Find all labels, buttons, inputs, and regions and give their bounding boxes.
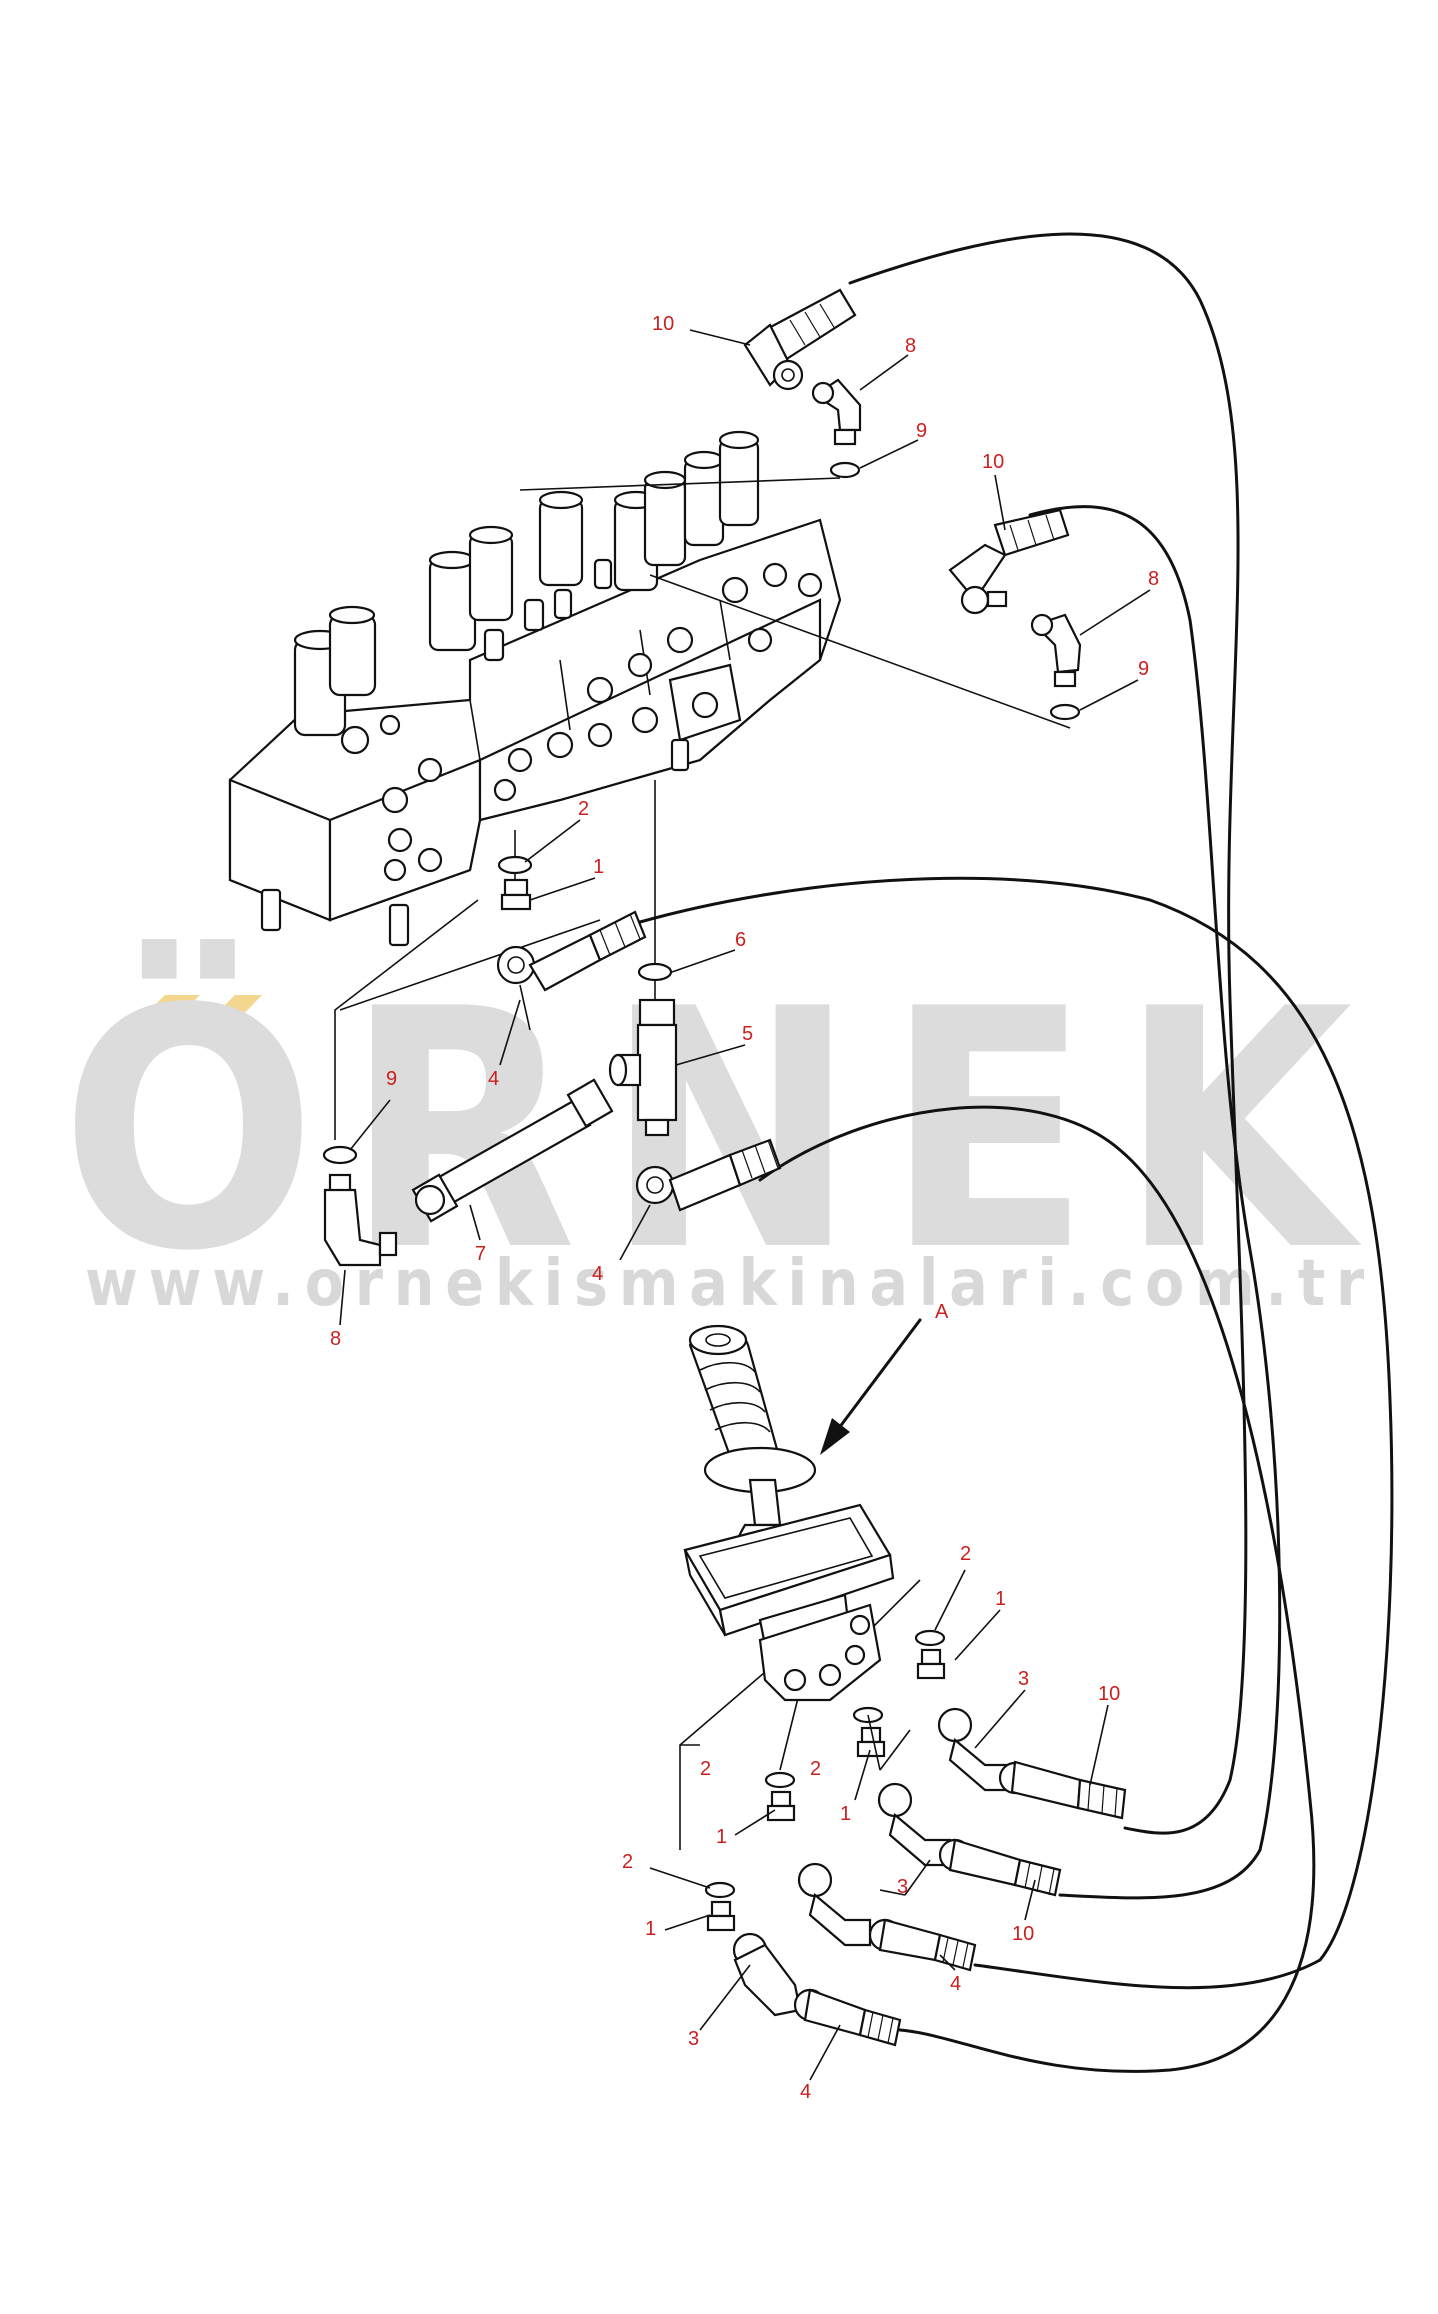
callout-4-lower: 4 (592, 1263, 603, 1285)
watermark-url: www.ornekismakinalari.com.tr (85, 1247, 1375, 1321)
callout-8-middle: 8 (1148, 568, 1159, 590)
callout-1-right: 1 (995, 1588, 1006, 1610)
callout-4-third: 4 (950, 1973, 961, 1995)
leader-lines (339, 329, 1151, 2081)
callout-4-left: 4 (800, 2081, 811, 2103)
callout-4-upper: 4 (488, 1068, 499, 1090)
callout-1-left: 1 (645, 1918, 656, 1940)
watermark-accent-right (200, 995, 262, 1030)
callout-2-right: 2 (960, 1543, 971, 1565)
callouts: 10 8 9 10 8 9 2 1 6 5 4 9 7 4 8 2 1 3 10… (330, 313, 1159, 2103)
callout-10-right: 10 (1098, 1683, 1120, 1705)
hose-routes (638, 232, 1394, 2073)
callout-1-third: 1 (716, 1826, 727, 1848)
callout-2-third: 2 (700, 1758, 711, 1780)
watermark: ÖRNEK www.ornekismakinalari.com.tr (60, 936, 1380, 1323)
callout-3-right: 3 (1018, 1668, 1029, 1690)
callout-9-middle: 9 (1138, 658, 1149, 680)
callout-10-top: 10 (652, 313, 674, 335)
callout-8-top: 8 (905, 335, 916, 357)
callout-10-second: 10 (1012, 1923, 1034, 1945)
callout-6: 6 (735, 929, 746, 951)
callout-7: 7 (475, 1243, 486, 1265)
callout-9-top: 9 (916, 420, 927, 442)
view-a-arrow (820, 1318, 922, 1455)
callout-10-middle: 10 (982, 451, 1004, 473)
callout-2-second: 2 (810, 1758, 821, 1780)
callout-2-valve: 2 (578, 798, 589, 820)
joystick-port-fittings (704, 1629, 1127, 2047)
upper-right-fittings (743, 288, 1082, 721)
view-label-a: A (935, 1301, 949, 1323)
reference-lines (334, 477, 1071, 1850)
middle-fittings (322, 855, 782, 1267)
joystick-assembly (683, 1324, 895, 1702)
callout-3-third: 3 (897, 1876, 908, 1898)
callout-9-lower: 9 (386, 1068, 397, 1090)
callout-1-valve: 1 (593, 856, 604, 878)
watermark-accent-left (130, 995, 200, 1030)
callout-2-left: 2 (622, 1851, 633, 1873)
watermark-logo: ÖRNEK (60, 936, 1380, 1323)
callout-1-second: 1 (840, 1803, 851, 1825)
callout-5: 5 (742, 1023, 753, 1045)
control-valve-block (228, 430, 842, 947)
callout-8-lower: 8 (330, 1328, 341, 1350)
callout-3-left: 3 (688, 2028, 699, 2050)
